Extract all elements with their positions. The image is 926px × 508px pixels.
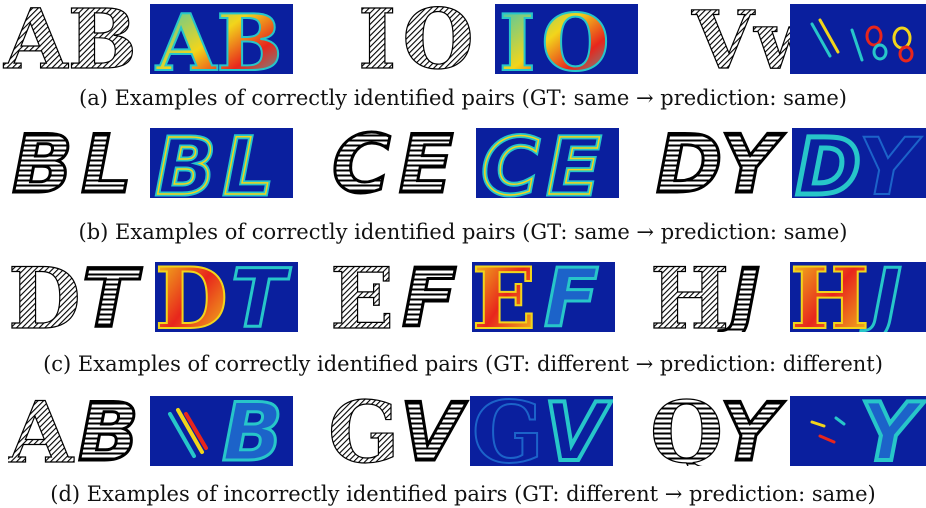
heatmap-d2-right: V bbox=[544, 396, 612, 466]
glyph-pair-d1-right: B bbox=[78, 396, 139, 466]
figure-row-d: A B B G V G V Q Y Y bbox=[0, 396, 926, 466]
glyph-pair-d3: Q Y bbox=[650, 396, 787, 466]
heatmap-c1-right: T bbox=[231, 262, 291, 332]
heatmap-d3-right: Y bbox=[860, 396, 925, 466]
heatmap-a2-text: IO bbox=[499, 4, 609, 74]
glyph-pair-c2-left: E bbox=[330, 262, 394, 332]
heatmap-c1-left: D bbox=[155, 262, 228, 332]
glyph-pair-c2-right: F bbox=[402, 262, 457, 332]
glyph-pair-c3: H J bbox=[650, 262, 761, 332]
heatmap-c2-left: E bbox=[472, 262, 536, 332]
glyph-pair-c1-right: T bbox=[82, 262, 142, 332]
heatmap-d1: B bbox=[150, 396, 293, 466]
glyph-pair-d1-left: A bbox=[8, 396, 75, 466]
glyph-pair-c1-left: D bbox=[8, 262, 81, 332]
glyph-pair-c1: D T bbox=[8, 262, 144, 332]
heatmap-c2-right: F bbox=[544, 262, 599, 332]
glyph-pair-a2-text: IO bbox=[358, 4, 474, 74]
glyph-pair-d2-right: V bbox=[400, 396, 468, 466]
heatmap-b3-text: DY bbox=[796, 128, 923, 198]
heatmap-c2: E F bbox=[472, 262, 615, 332]
figure-row-c: D T D T E F E F H J H J bbox=[0, 262, 926, 332]
heatmap-b3: DY bbox=[792, 128, 926, 198]
caption-d: (d) Examples of incorrectly identified p… bbox=[50, 482, 876, 506]
glyph-pair-c2: E F bbox=[330, 262, 458, 332]
heatmap-a2: IO bbox=[495, 4, 638, 74]
glyph-pair-c3-left: H bbox=[650, 262, 729, 332]
heatmap-d2-left: G bbox=[472, 396, 544, 466]
caption-b: (b) Examples of correctly identified pai… bbox=[78, 220, 848, 244]
heatmap-a1: AB bbox=[150, 4, 293, 74]
glyph-pair-a1-text: AB bbox=[3, 4, 137, 74]
heatmap-c1: D T bbox=[155, 262, 298, 332]
heatmap-d1-right: B bbox=[222, 396, 283, 466]
figure-row-a: AB AB IO IO Vw bbox=[0, 4, 926, 74]
glyph-pair-d3-left: Q bbox=[650, 396, 723, 466]
glyph-pair-a1: AB bbox=[2, 4, 137, 74]
heatmap-d2: G V bbox=[470, 396, 613, 466]
glyph-pair-a2: IO bbox=[357, 4, 474, 74]
glyph-pair-d3-right: Y bbox=[720, 396, 785, 466]
heatmap-a3 bbox=[790, 4, 926, 74]
glyph-pair-d2-left: G bbox=[328, 396, 400, 466]
caption-a: (a) Examples of correctly identified pai… bbox=[79, 86, 847, 110]
heatmap-c3: H J bbox=[790, 262, 926, 332]
heatmap-c3-left: H bbox=[790, 262, 869, 332]
glyph-pair-d2: G V bbox=[328, 396, 470, 466]
glyph-pair-b3-text: DY bbox=[656, 128, 785, 198]
caption-c: (c) Examples of correctly identified pai… bbox=[43, 352, 883, 376]
glyph-pair-d1: A B bbox=[8, 396, 140, 466]
heatmap-a1-text: AB bbox=[155, 4, 282, 74]
glyph-pair-b3: DY bbox=[655, 128, 787, 198]
heatmap-d3: Y bbox=[790, 396, 926, 466]
